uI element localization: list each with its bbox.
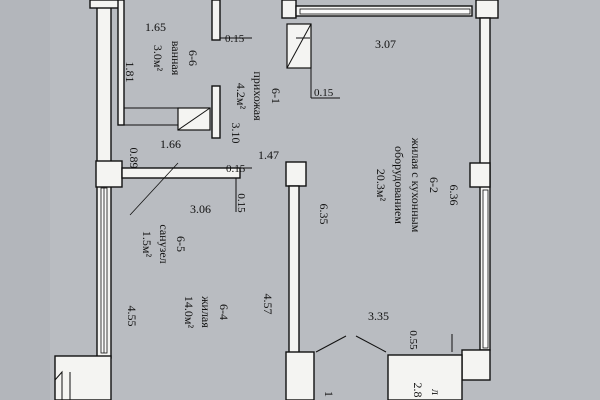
top-window <box>299 8 471 15</box>
dimension-labels: 1.65 0.15 3.07 0.15 1.66 0.15 1.47 3.06 … <box>145 20 396 323</box>
room-area: 20.3м² <box>374 169 388 202</box>
fixtures <box>54 23 453 400</box>
dimension-0-55: 0.55 <box>407 330 419 350</box>
room-name-line2: оборудованием <box>392 146 406 224</box>
column-top-middle <box>281 0 297 19</box>
room-id: 6-5 <box>174 236 188 252</box>
room-area: 1.5м² <box>140 231 154 258</box>
dimension-0-15-top: 0.15 <box>225 33 245 45</box>
dimension-0-15-right: 0.15 <box>314 87 334 99</box>
clipped-label-bottom: 1 <box>322 391 336 397</box>
dimension-1-81: 1.81 <box>123 62 137 83</box>
dimension-0-15-middle: 0.15 <box>226 163 246 175</box>
room-id: 6-6 <box>186 50 200 66</box>
room-id: 6-4 <box>217 304 231 320</box>
center-partition <box>288 185 300 357</box>
clipped-label-right-a: л <box>429 389 443 395</box>
leader-line-sanuzel <box>129 162 179 216</box>
dimension-3-35: 3.35 <box>368 309 389 323</box>
column-right-middle <box>469 162 491 188</box>
room-name: санузел <box>157 224 171 263</box>
bottom-left-block <box>54 355 112 400</box>
dimension-1-47: 1.47 <box>258 148 279 162</box>
room-area: 14.0м² <box>182 296 196 329</box>
room-6-2: 6-2 <box>427 177 441 193</box>
room-area: 4.2м² <box>234 83 248 110</box>
balcony-outline <box>54 358 63 400</box>
bath-hall-partition <box>117 0 125 126</box>
paper-left-shade <box>0 0 50 400</box>
room-6-1: 6-1 <box>269 88 283 104</box>
windows <box>100 8 489 354</box>
room-name: жилая <box>199 295 213 328</box>
room-area: 3.0м² <box>151 45 165 72</box>
dimension-6-36: 6.36 <box>447 185 461 206</box>
dimension-0-15-vertical: 0.15 <box>235 193 247 213</box>
dimension-3-10: 3.10 <box>229 123 243 144</box>
clipped-label-right-b: 2.8 <box>411 383 425 398</box>
column-bottom-right <box>461 349 491 381</box>
column-top-right <box>475 0 499 19</box>
room-6-4: 6-4 <box>217 304 231 320</box>
dimension-6-35: 6.35 <box>317 204 331 225</box>
walls <box>54 0 499 400</box>
bottom-right-block <box>387 354 463 400</box>
dimension-1-65: 1.65 <box>145 20 166 34</box>
dimension-3-07: 3.07 <box>375 37 396 51</box>
room-name: ванная <box>169 41 183 76</box>
dimension-4-57: 4.57 <box>261 294 275 315</box>
column-left-middle <box>95 160 123 188</box>
room-id: 6-1 <box>269 88 283 104</box>
right-window <box>482 189 489 349</box>
room-6-6: 6-6 <box>186 50 200 66</box>
dimension-3-06: 3.06 <box>190 202 211 216</box>
dimension-0-89: 0.89 <box>127 148 141 169</box>
dimension-4-55: 4.55 <box>125 306 139 327</box>
room-id: 6-2 <box>427 177 441 193</box>
column-center <box>285 161 307 187</box>
middle-horizontal-wall <box>121 167 241 179</box>
dimension-1-66: 1.66 <box>160 137 181 151</box>
hall-right-wall-top <box>211 0 221 41</box>
hall-right-wall-bottom <box>211 85 221 139</box>
door-swing-bottom <box>315 335 387 353</box>
room-name: прихожая <box>251 71 265 121</box>
room-6-5: 6-5 <box>174 236 188 252</box>
room-name-line1: жилая с кухонным <box>409 137 423 233</box>
column-bottom-center <box>285 351 315 400</box>
top-wall-left <box>89 0 123 9</box>
